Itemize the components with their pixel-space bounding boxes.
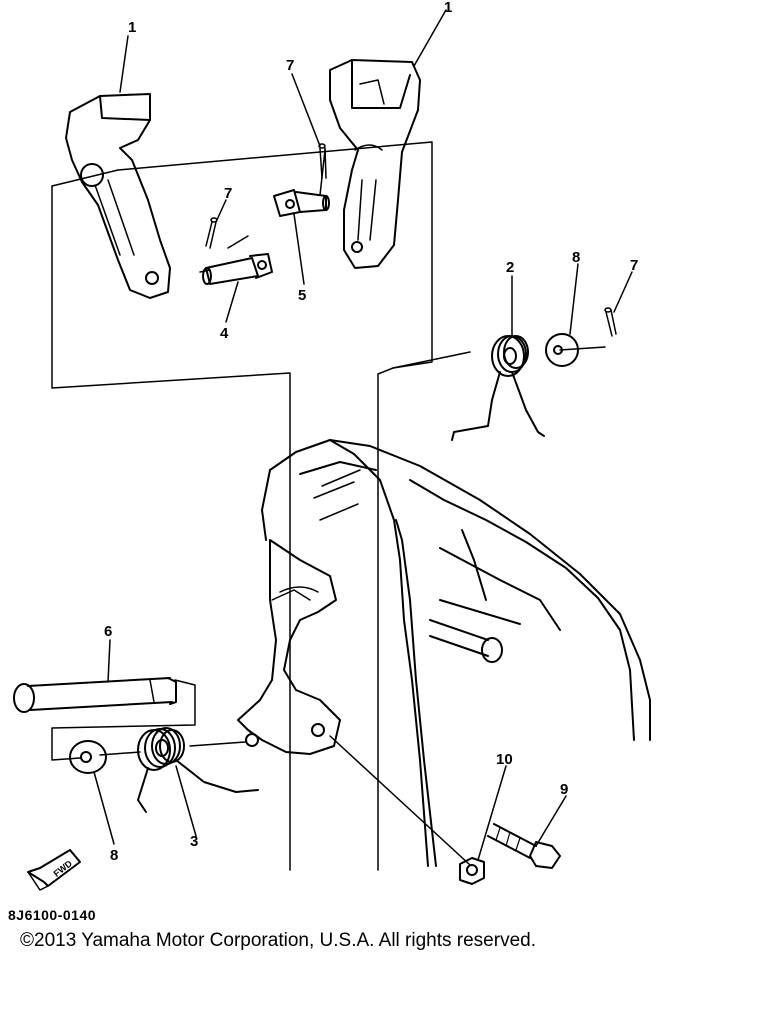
nut <box>459 857 485 885</box>
callout-2: 2 <box>506 259 514 276</box>
return-spring-left <box>137 727 259 813</box>
clevis-pin-4 <box>202 253 273 285</box>
callout-5: 5 <box>298 287 306 304</box>
callout-10: 10 <box>496 751 513 768</box>
pivot-mount-plate <box>237 539 341 755</box>
diagram-part-number: 8J6100-0140 <box>8 907 97 923</box>
cotter-pin-left <box>205 217 218 249</box>
left-footrest-bracket <box>65 93 171 299</box>
callout-7-right: 7 <box>630 257 638 274</box>
callout-6: 6 <box>104 623 112 640</box>
callout-7-center: 7 <box>286 57 294 74</box>
washer-left <box>69 740 107 774</box>
washer-right <box>545 333 579 367</box>
clevis-pin-5 <box>273 189 330 217</box>
pivot-shaft <box>13 677 177 713</box>
leader-lines <box>93 9 633 861</box>
cotter-pin-center <box>318 143 327 179</box>
callout-7-left: 7 <box>224 185 232 202</box>
assembly-guide-lines <box>51 141 606 871</box>
callout-labels: 1 1 7 7 5 4 2 8 7 6 10 9 8 3 <box>104 0 638 864</box>
right-footrest-bracket <box>329 59 421 269</box>
bolt <box>487 823 561 869</box>
callout-8-left: 8 <box>110 847 118 864</box>
callout-4: 4 <box>220 325 229 342</box>
callout-8-right: 8 <box>572 249 580 266</box>
return-spring-right <box>451 335 545 441</box>
frame-member <box>261 439 651 867</box>
callout-9: 9 <box>560 781 568 798</box>
callout-1-right: 1 <box>444 0 452 16</box>
cotter-pin-right <box>604 307 617 337</box>
callout-1-left: 1 <box>128 19 136 36</box>
callout-3: 3 <box>190 833 198 850</box>
copyright-notice: ©2013 Yamaha Motor Corporation, U.S.A. A… <box>20 930 536 951</box>
fwd-arrow-icon: FWD <box>27 849 81 891</box>
